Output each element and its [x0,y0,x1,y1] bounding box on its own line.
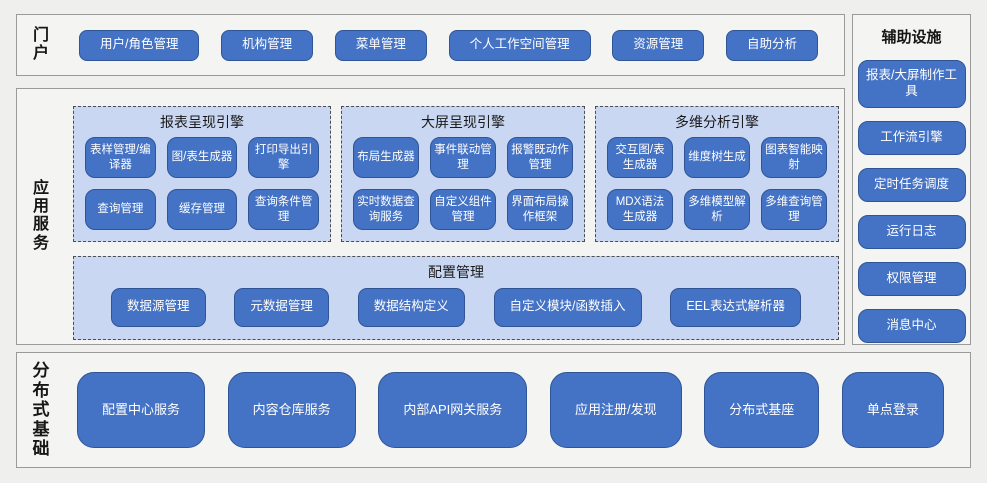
portal-section-label: 门户 [32,26,49,62]
distributed-button-row: 配置中心服务 内容仓库服务 内部API网关服务 应用注册/发现 分布式基座 单点… [77,372,944,448]
app-services-section-label: 应用服务 [32,179,49,252]
olap-engine-panel-title: 多维分析引擎 [675,114,759,130]
config-button-metadata[interactable]: 元数据管理 [234,287,329,327]
screen-engine-button-layout-gen[interactable]: 布局生成器 [353,137,419,178]
screen-engine-panel: 大屏呈现引擎 布局生成器 事件联动管理 报警既动作管理 实时数据查询服务 自定义… [341,106,585,242]
olap-engine-button-md-query-mgmt[interactable]: 多维查询管理 [761,189,827,230]
screen-engine-button-grid: 布局生成器 事件联动管理 报警既动作管理 实时数据查询服务 自定义组件管理 界面… [342,135,584,241]
config-mgmt-panel: 配置管理 数据源管理 元数据管理 数据结构定义 自定义模块/函数插入 EEL表达… [73,256,839,340]
auxiliary-section-title: 辅助设施 [881,29,942,46]
distributed-button-api-gateway[interactable]: 内部API网关服务 [378,372,528,448]
config-mgmt-panel-title: 配置管理 [428,264,484,280]
distributed-section: 分布式基础 配置中心服务 内容仓库服务 内部API网关服务 应用注册/发现 分布… [16,352,971,468]
olap-engine-button-grid: 交互图/表生成器 维度树生成 图表智能映射 MDX语法生成器 多维模型解析 多维… [596,135,838,241]
aux-button-workflow-engine[interactable]: 工作流引擎 [857,121,966,155]
config-mgmt-button-row: 数据源管理 元数据管理 数据结构定义 自定义模块/函数插入 EEL表达式解析器 [74,285,838,339]
report-engine-button-grid: 表样管理/编译器 图/表生成器 打印导出引擎 查询管理 缓存管理 查询条件管理 [74,135,330,241]
distributed-button-base[interactable]: 分布式基座 [704,372,820,448]
app-services-section: 应用服务 报表呈现引擎 表样管理/编译器 图/表生成器 打印导出引擎 查询管理 … [16,88,845,345]
portal-button-resource[interactable]: 资源管理 [612,29,705,61]
portal-button-user-role[interactable]: 用户/角色管理 [79,29,200,61]
screen-engine-button-event-linkage[interactable]: 事件联动管理 [430,137,496,178]
report-engine-panel-title: 报表呈现引擎 [160,114,244,130]
report-engine-panel: 报表呈现引擎 表样管理/编译器 图/表生成器 打印导出引擎 查询管理 缓存管理 … [73,106,331,242]
config-button-eel-parser[interactable]: EEL表达式解析器 [670,287,801,327]
portal-button-selfservice[interactable]: 自助分析 [725,29,818,61]
aux-button-run-log[interactable]: 运行日志 [857,215,966,249]
report-engine-button-query-mgmt[interactable]: 查询管理 [85,189,156,230]
portal-button-org[interactable]: 机构管理 [221,29,314,61]
config-button-data-structure[interactable]: 数据结构定义 [357,287,465,327]
aux-button-message-center[interactable]: 消息中心 [857,309,966,343]
config-button-custom-module[interactable]: 自定义模块/函数插入 [493,287,642,327]
report-engine-button-query-condition[interactable]: 查询条件管理 [248,189,319,230]
aux-button-permission[interactable]: 权限管理 [857,262,966,296]
olap-engine-button-dimension-tree[interactable]: 维度树生成 [684,137,750,178]
aux-button-authoring-tool[interactable]: 报表/大屏制作工具 [857,60,966,108]
auxiliary-button-column: 报表/大屏制作工具 工作流引擎 定时任务调度 运行日志 权限管理 消息中心 [853,60,970,343]
distributed-button-content-repo[interactable]: 内容仓库服务 [227,372,356,448]
portal-button-row: 用户/角色管理 机构管理 菜单管理 个人工作空间管理 资源管理 自助分析 [79,29,818,61]
distributed-button-sso[interactable]: 单点登录 [841,372,944,448]
olap-engine-panel: 多维分析引擎 交互图/表生成器 维度树生成 图表智能映射 MDX语法生成器 多维… [595,106,839,242]
auxiliary-section: 辅助设施 报表/大屏制作工具 工作流引擎 定时任务调度 运行日志 权限管理 消息… [852,14,971,345]
portal-button-menu[interactable]: 菜单管理 [334,29,427,61]
olap-engine-button-chart-mapping[interactable]: 图表智能映射 [761,137,827,178]
screen-engine-panel-title: 大屏呈现引擎 [421,114,505,130]
config-button-datasource[interactable]: 数据源管理 [111,287,206,327]
screen-engine-button-alarm-action[interactable]: 报警既动作管理 [507,137,573,178]
screen-engine-button-ui-layout-framework[interactable]: 界面布局操作框架 [507,189,573,230]
distributed-section-label: 分布式基础 [32,361,50,459]
distributed-button-app-registry[interactable]: 应用注册/发现 [549,372,682,448]
portal-button-workspace[interactable]: 个人工作空间管理 [448,29,591,61]
aux-button-scheduler[interactable]: 定时任务调度 [857,168,966,202]
screen-engine-button-custom-component[interactable]: 自定义组件管理 [430,189,496,230]
screen-engine-button-realtime-query[interactable]: 实时数据查询服务 [353,189,419,230]
report-engine-button-print-export[interactable]: 打印导出引擎 [248,137,319,178]
report-engine-button-chart-gen[interactable]: 图/表生成器 [166,137,238,178]
olap-engine-button-model-parse[interactable]: 多维模型解析 [684,189,750,230]
portal-section: 门户 用户/角色管理 机构管理 菜单管理 个人工作空间管理 资源管理 自助分析 [16,14,845,76]
olap-engine-button-interactive-chart[interactable]: 交互图/表生成器 [607,137,673,178]
report-engine-button-cache-mgmt[interactable]: 缓存管理 [166,189,238,230]
olap-engine-button-mdx-gen[interactable]: MDX语法生成器 [607,189,673,230]
report-engine-button-style-mgmt[interactable]: 表样管理/编译器 [85,137,156,178]
distributed-button-config-center[interactable]: 配置中心服务 [77,372,206,448]
